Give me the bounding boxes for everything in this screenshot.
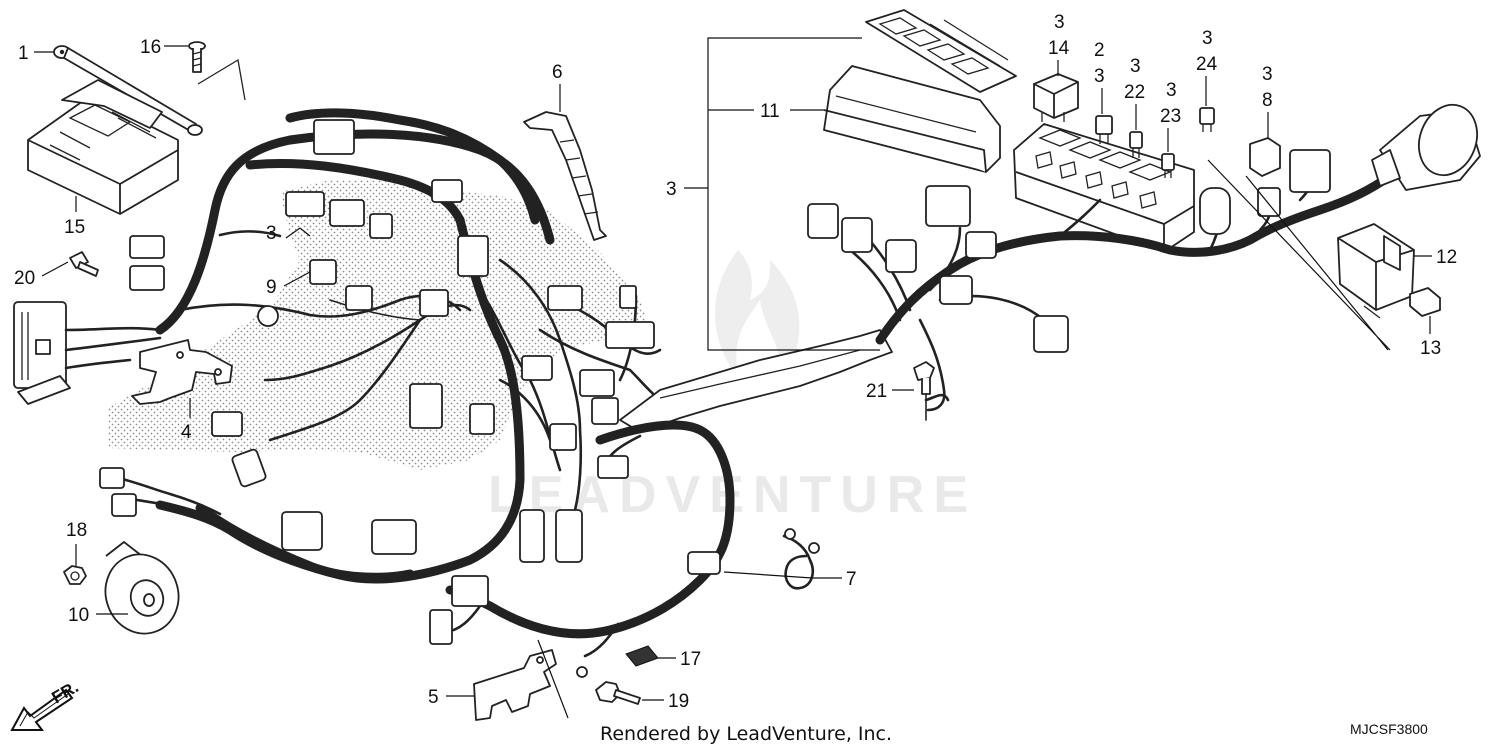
callout-23: 23 bbox=[1160, 106, 1181, 127]
callout-8: 8 bbox=[1262, 90, 1273, 111]
callout-5: 5 bbox=[428, 687, 439, 708]
callout-15: 15 bbox=[64, 217, 85, 238]
part-11-fusebox-cover bbox=[823, 65, 1001, 173]
callout-2: 2 bbox=[1094, 40, 1105, 61]
part-7-band bbox=[782, 528, 820, 590]
part-14-relay bbox=[1033, 73, 1079, 122]
horn-harness-branch bbox=[99, 467, 415, 582]
part-23-fuse bbox=[1161, 153, 1175, 178]
part-5-bracket bbox=[473, 649, 557, 721]
diagram-code: MJCSF3800 bbox=[1350, 721, 1428, 737]
harness-connectors-left bbox=[129, 119, 619, 563]
callout-13: 13 bbox=[1420, 338, 1441, 359]
part-20-bolt bbox=[69, 251, 99, 277]
fusebox-base bbox=[1013, 123, 1195, 253]
part-15-ecu bbox=[27, 79, 179, 215]
part-18-nut bbox=[63, 565, 87, 585]
callout-14-qty: 3 bbox=[1054, 12, 1065, 33]
callout-3-left: 3 bbox=[266, 223, 277, 244]
group-lines-right bbox=[1207, 159, 1391, 351]
callout-10: 10 bbox=[68, 605, 89, 626]
part-12-switch bbox=[1337, 223, 1415, 319]
front-direction-arrow: FR. bbox=[10, 677, 82, 731]
callout-18: 18 bbox=[66, 520, 87, 541]
part-19-bolt bbox=[595, 681, 641, 705]
part-13-cap bbox=[1409, 287, 1441, 317]
callout-2-qty: 3 bbox=[1094, 66, 1105, 87]
part-10-horn bbox=[104, 541, 180, 635]
part-22-fuse bbox=[1129, 131, 1143, 158]
left-switch-connector bbox=[13, 301, 162, 405]
group-bracket bbox=[707, 37, 880, 351]
callout-22-qty: 3 bbox=[1130, 56, 1141, 77]
part-2-fuse bbox=[1095, 115, 1113, 144]
part-16-bolt bbox=[188, 41, 206, 73]
callout-3-bracket: 3 bbox=[666, 179, 677, 200]
callout-6: 6 bbox=[552, 62, 563, 83]
callout-20: 20 bbox=[14, 268, 35, 289]
callouts: 1 16 15 20 3 9 4 6 11 3 3 14 2 3 bbox=[14, 12, 1457, 719]
footer-credit: Rendered by LeadVenture, Inc. bbox=[600, 723, 892, 745]
right-harness bbox=[807, 149, 1395, 412]
fusebox-label-sheet bbox=[865, 9, 1017, 93]
callout-24-qty: 3 bbox=[1202, 28, 1213, 49]
central-harness bbox=[429, 285, 893, 678]
callout-8-qty: 3 bbox=[1262, 64, 1273, 85]
part-8-relay bbox=[1249, 137, 1281, 177]
callout-21: 21 bbox=[866, 381, 887, 402]
callout-9: 9 bbox=[266, 277, 277, 298]
accessory-socket-cylinder bbox=[1371, 103, 1481, 191]
part-4-bracket bbox=[131, 339, 233, 405]
callout-16: 16 bbox=[140, 37, 161, 58]
part-6-clamp bbox=[523, 111, 607, 241]
callout-22: 22 bbox=[1124, 82, 1145, 103]
part-21-bolt bbox=[913, 361, 950, 421]
callout-23-qty: 3 bbox=[1166, 80, 1177, 101]
part-17-clip bbox=[625, 645, 659, 667]
callout-4: 4 bbox=[181, 422, 192, 443]
part-24-fuse bbox=[1199, 107, 1215, 132]
callout-7: 7 bbox=[846, 569, 857, 590]
dashed-guide bbox=[197, 58, 246, 101]
callout-14: 14 bbox=[1048, 38, 1070, 59]
callout-11: 11 bbox=[760, 101, 780, 122]
callout-19: 19 bbox=[668, 691, 689, 712]
callout-24: 24 bbox=[1196, 54, 1218, 75]
part-1-ground-strap bbox=[53, 45, 203, 136]
callout-17: 17 bbox=[680, 649, 701, 670]
callout-12: 12 bbox=[1436, 247, 1457, 268]
callout-1: 1 bbox=[18, 43, 29, 64]
